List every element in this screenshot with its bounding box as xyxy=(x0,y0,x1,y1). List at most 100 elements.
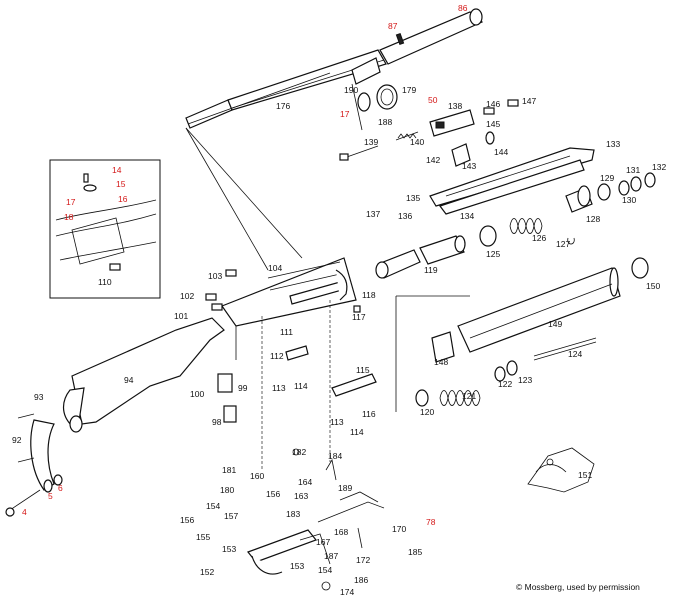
label-14: 14 xyxy=(112,165,122,175)
label-5: 5 xyxy=(48,491,53,501)
label-140: 140 xyxy=(410,137,425,147)
label-102: 102 xyxy=(180,291,195,301)
label-114-upper: 114 xyxy=(294,381,308,391)
label-185: 185 xyxy=(408,547,423,557)
label-167: 167 xyxy=(316,537,331,547)
label-94: 94 xyxy=(124,375,134,385)
trigger-group-exploded xyxy=(247,448,385,591)
label-152: 152 xyxy=(200,567,215,577)
label-110: 110 xyxy=(98,277,112,287)
forend-nut-parts xyxy=(565,172,656,213)
label-117: 117 xyxy=(352,312,366,322)
spring-121 xyxy=(415,360,518,407)
label-98: 98 xyxy=(212,417,222,427)
label-154-lower: 154 xyxy=(318,565,333,575)
label-113-upper: 113 xyxy=(272,383,286,393)
label-123: 123 xyxy=(518,375,533,385)
label-142: 142 xyxy=(426,155,441,165)
label-145: 145 xyxy=(486,119,501,129)
label-115: 115 xyxy=(356,365,370,375)
label-92: 92 xyxy=(12,435,22,445)
forend-guides xyxy=(395,295,470,412)
label-138: 138 xyxy=(448,101,463,111)
label-190: 190 xyxy=(344,85,359,95)
label-155: 155 xyxy=(196,532,211,542)
label-156-lower: 156 xyxy=(180,515,195,525)
inset-box xyxy=(49,159,161,299)
copyright-credit: © Mossberg, used by permission xyxy=(516,582,640,592)
label-114-lower: 114 xyxy=(350,427,364,437)
label-170: 170 xyxy=(392,524,407,534)
magazine-tube xyxy=(375,235,466,279)
label-50: 50 xyxy=(428,95,438,105)
label-124: 124 xyxy=(568,349,583,359)
label-146: 146 xyxy=(486,99,501,109)
label-18: 18 xyxy=(64,212,74,222)
label-137: 137 xyxy=(366,209,381,219)
label-100: 100 xyxy=(190,389,205,399)
label-99: 99 xyxy=(238,383,248,393)
label-163: 163 xyxy=(294,491,309,501)
label-116: 116 xyxy=(362,409,376,419)
slide-assembly xyxy=(339,99,519,167)
stock-drawing xyxy=(30,317,225,491)
spring-126 xyxy=(479,218,575,247)
label-153-lower: 153 xyxy=(290,561,305,571)
label-160: 160 xyxy=(250,471,265,481)
label-128: 128 xyxy=(586,214,601,224)
label-147: 147 xyxy=(522,96,537,106)
label-17-inset: 17 xyxy=(66,197,76,207)
label-17-top: 17 xyxy=(340,109,350,119)
label-129: 129 xyxy=(600,173,615,183)
stock-hardware xyxy=(5,413,63,517)
label-103: 103 xyxy=(208,271,223,281)
label-120: 120 xyxy=(420,407,435,417)
label-164: 164 xyxy=(298,477,313,487)
label-125: 125 xyxy=(486,249,501,259)
label-154-upper: 154 xyxy=(206,501,221,511)
label-136: 136 xyxy=(398,211,413,221)
label-127: 127 xyxy=(556,239,571,249)
label-6: 6 xyxy=(58,483,63,493)
receiver-small-parts xyxy=(205,269,377,423)
label-139: 139 xyxy=(364,137,379,147)
label-182: 182 xyxy=(292,447,307,457)
label-151: 151 xyxy=(578,470,593,480)
label-134: 134 xyxy=(460,211,475,221)
label-122: 122 xyxy=(498,379,513,389)
label-148: 148 xyxy=(434,357,449,367)
label-93: 93 xyxy=(34,392,44,402)
label-130: 130 xyxy=(622,195,637,205)
label-101: 101 xyxy=(174,311,189,321)
receiver-drawing xyxy=(221,257,357,470)
label-174: 174 xyxy=(340,587,355,597)
label-189: 189 xyxy=(338,483,353,493)
label-118: 118 xyxy=(362,290,376,300)
label-86: 86 xyxy=(458,3,468,13)
label-179: 179 xyxy=(402,85,417,95)
label-156-upper: 156 xyxy=(266,489,281,499)
barrel-drawing xyxy=(185,8,484,129)
label-144: 144 xyxy=(494,147,509,157)
action-bars xyxy=(429,147,595,215)
label-111: 111 xyxy=(280,327,293,337)
label-113-lower: 113 xyxy=(330,417,344,427)
label-121: 121 xyxy=(462,391,477,401)
label-126: 126 xyxy=(532,233,547,243)
label-143: 143 xyxy=(462,161,477,171)
forend-149 xyxy=(431,257,649,363)
label-112: 112 xyxy=(270,351,284,361)
label-150: 150 xyxy=(646,281,661,291)
label-149: 149 xyxy=(548,319,563,329)
label-135: 135 xyxy=(406,193,421,203)
label-131: 131 xyxy=(626,165,641,175)
ring-parts xyxy=(357,84,398,112)
guide-lines xyxy=(185,83,363,271)
label-183: 183 xyxy=(286,509,301,519)
label-16: 16 xyxy=(118,194,128,204)
label-180: 180 xyxy=(220,485,235,495)
label-119: 119 xyxy=(424,265,438,275)
label-186: 186 xyxy=(354,575,369,585)
